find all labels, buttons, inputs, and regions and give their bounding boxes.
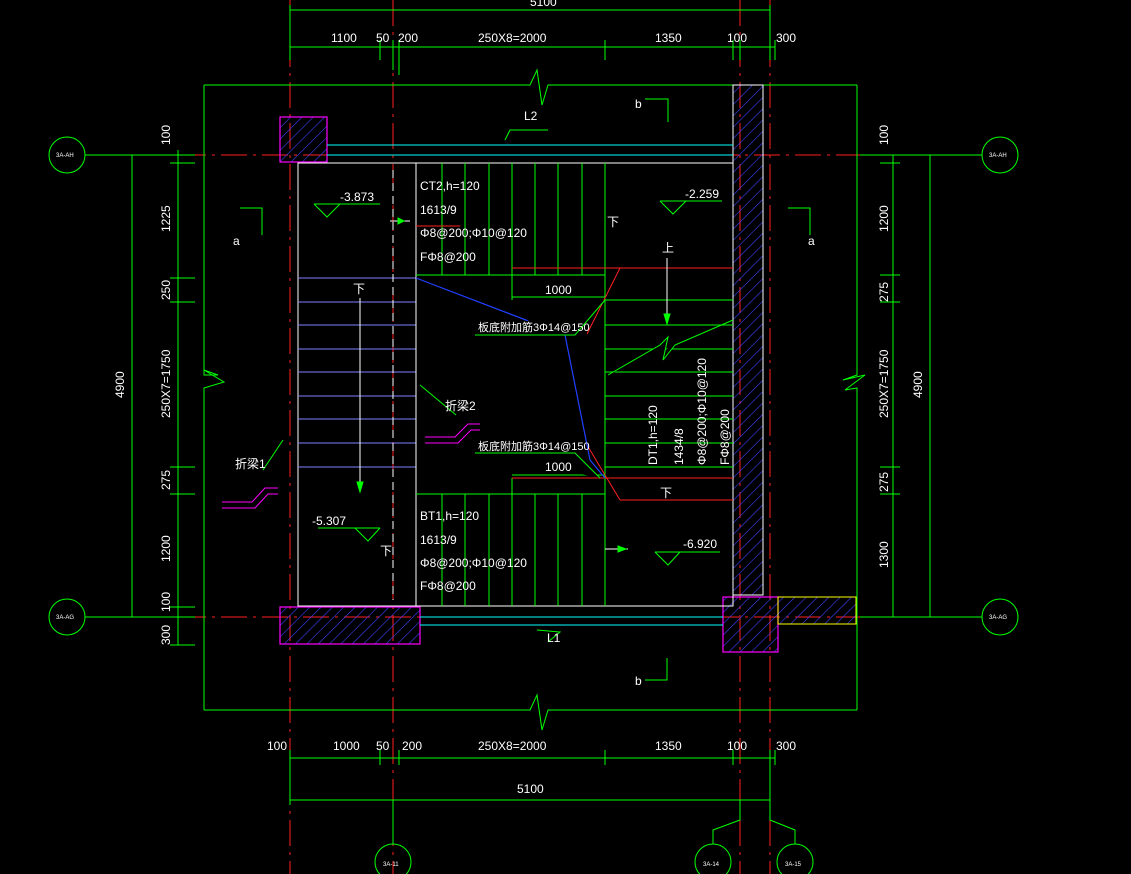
down-label-2: 下 xyxy=(607,215,619,229)
ct2-title: CT2,h=120 xyxy=(420,179,480,193)
section-label-b-top: b xyxy=(635,97,642,111)
down-label-1: 下 xyxy=(353,282,365,296)
length-label-1: 1000 xyxy=(545,283,572,297)
bottom-dim-5: 1350 xyxy=(655,739,682,753)
elevation-1: -3.873 xyxy=(340,190,374,204)
folding-beam-1-label: 折梁1 xyxy=(235,456,266,471)
length-label-2: 1000 xyxy=(545,460,572,474)
right-dim-1: 100 xyxy=(877,125,891,145)
left-dim-2: 1225 xyxy=(159,205,173,232)
axis-label-left-top: 3A-AH xyxy=(56,153,74,159)
folding-beams xyxy=(222,423,480,509)
bottom-dim-1: 1000 xyxy=(333,739,360,753)
down-label-3: 下 xyxy=(380,544,392,558)
slab-bar-note-1: 板底附加筋3Φ14@150 xyxy=(478,320,590,334)
right-dim-4: 250X7=1750 xyxy=(877,349,891,418)
elevation-3: -5.307 xyxy=(312,514,346,528)
axis-label-left-bottom: 3A-AG xyxy=(56,615,74,621)
top-dim-6: 100 xyxy=(727,31,747,45)
folding-beam-2-label: 折梁2 xyxy=(445,398,476,413)
up-label: 上 xyxy=(662,241,674,255)
ct2-rebar: Φ8@200;Φ10@120 xyxy=(420,226,527,240)
dt1-dist: FΦ8@200 xyxy=(718,409,732,465)
left-dimensions xyxy=(125,150,195,646)
bt1-rebar: Φ8@200;Φ10@120 xyxy=(420,556,527,570)
left-dim-6: 1200 xyxy=(159,535,173,562)
section-label-a-right: a xyxy=(808,234,815,248)
axis-label-bottom-2: 3A-14 xyxy=(703,862,720,868)
left-dim-3: 250 xyxy=(159,280,173,300)
direction-arrows xyxy=(356,217,671,553)
right-flight-treads xyxy=(604,299,734,478)
section-label-b-bottom: b xyxy=(635,674,642,688)
top-dim-2: 50 xyxy=(376,31,390,45)
axis-label-right-bottom: 3A-AG xyxy=(989,615,1007,621)
bottom-dimensions xyxy=(289,750,776,805)
dt1-rebar: Φ8@200;Φ10@120 xyxy=(695,358,709,465)
left-flight-treads xyxy=(298,277,416,468)
left-dim-4: 250X7=1750 xyxy=(159,349,173,418)
left-dim-1: 100 xyxy=(159,125,173,145)
bt1-title: BT1,h=120 xyxy=(420,509,479,523)
beams xyxy=(327,144,733,626)
ct2-dist: FΦ8@200 xyxy=(420,250,476,264)
section-label-a-left: a xyxy=(233,234,240,248)
bottom-dim-4: 250X8=2000 xyxy=(478,739,547,753)
bottom-total-dim: 5100 xyxy=(517,782,544,796)
bottom-dim-0: 100 xyxy=(267,739,287,753)
top-dimensions xyxy=(289,5,776,75)
left-dim-7: 100 xyxy=(159,592,173,612)
callout-leaders xyxy=(262,129,606,643)
top-dim-1: 1100 xyxy=(331,31,357,45)
bottom-dim-2: 50 xyxy=(376,739,390,753)
left-total-dim: 4900 xyxy=(113,371,127,398)
section-marks xyxy=(240,98,811,681)
down-label-4: 下 xyxy=(660,486,672,500)
right-dim-2: 1200 xyxy=(877,205,891,232)
right-dim-6: 1300 xyxy=(877,541,891,568)
red-leaders xyxy=(416,225,733,501)
axis-label-bottom-3: 3A-15 xyxy=(785,862,802,868)
dt1-steps: 1434/8 xyxy=(672,428,686,465)
top-dim-7: 300 xyxy=(776,31,796,45)
slab-break-line xyxy=(415,277,606,479)
outer-boundary xyxy=(203,68,866,731)
elevation-2: -2.259 xyxy=(685,187,719,201)
top-flight-risers xyxy=(416,163,606,300)
top-dim-4: 250X8=2000 xyxy=(478,31,547,45)
left-dim-8: 300 xyxy=(159,625,173,645)
elevation-markers xyxy=(313,200,722,566)
right-dim-5: 275 xyxy=(877,472,891,492)
axis-bubbles xyxy=(48,136,1019,874)
beam-label-l2: L2 xyxy=(524,109,538,123)
right-total-dim: 4900 xyxy=(911,371,925,398)
right-dimensions xyxy=(860,154,940,618)
top-dim-3: 200 xyxy=(398,31,418,45)
dt1-title: DT1,h=120 xyxy=(646,405,660,465)
left-dim-5: 275 xyxy=(159,470,173,490)
bt1-steps: 1613/9 xyxy=(420,533,457,547)
slab-bar-note-2: 板底附加筋3Φ14@150 xyxy=(478,439,590,453)
elevation-4: -6.920 xyxy=(683,537,717,551)
bottom-dim-6: 100 xyxy=(727,739,747,753)
landing-slab-outline xyxy=(297,162,734,607)
right-dim-3: 275 xyxy=(877,282,891,302)
ct2-steps: 1613/9 xyxy=(420,203,457,217)
axis-label-right-top: 3A-AH xyxy=(989,153,1007,159)
bt1-dist: FΦ8@200 xyxy=(420,579,476,593)
walls xyxy=(279,84,857,653)
bottom-dim-7: 300 xyxy=(776,739,796,753)
bottom-flight-risers xyxy=(416,478,606,606)
bottom-dim-3: 200 xyxy=(402,739,422,753)
beam-label-l1: L1 xyxy=(547,631,561,645)
axis-label-bottom-1: 3A-11 xyxy=(383,862,399,868)
top-dim-5: 1350 xyxy=(655,31,682,45)
top-total-dim: 5100 xyxy=(530,0,557,9)
